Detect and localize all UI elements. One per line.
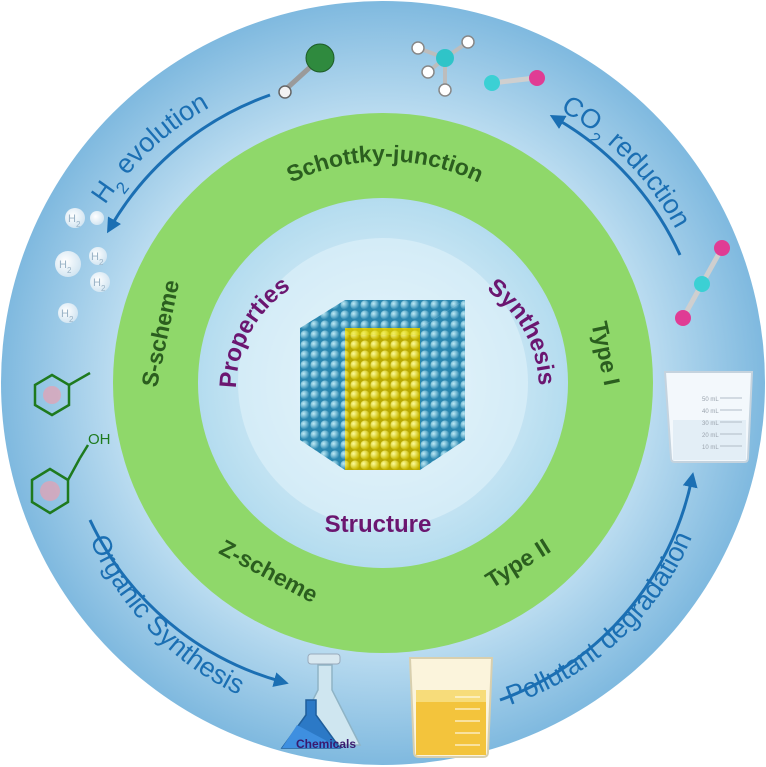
oh-label: OH bbox=[88, 431, 111, 448]
nanocube bbox=[300, 300, 465, 470]
h2-bubble-label: H2 bbox=[61, 308, 74, 324]
beaker-mark: 50 mL bbox=[702, 397, 719, 403]
beaker-mark: 10 mL bbox=[702, 445, 719, 451]
beaker-mark: 20 mL bbox=[702, 433, 719, 439]
benzyl-alcohol-structure-icon bbox=[30, 444, 90, 515]
co-molecule-icon bbox=[484, 70, 545, 91]
h2-bubble-label: H2 bbox=[93, 277, 106, 293]
methane-molecule-icon bbox=[411, 35, 475, 97]
cube-left-face bbox=[300, 328, 345, 470]
h2-bubble-label: H2 bbox=[68, 213, 81, 229]
h2-bubble-label: H2 bbox=[59, 259, 72, 275]
toluene-structure-icon bbox=[33, 371, 91, 417]
beaker-empty-icon: 50 mL 40 mL 30 mL 20 mL 10 mL bbox=[663, 371, 754, 463]
cube-right-face bbox=[420, 300, 465, 470]
cube-yellow-core bbox=[345, 328, 420, 470]
beaker-mark: 30 mL bbox=[702, 421, 719, 427]
beaker-mark: 40 mL bbox=[702, 409, 719, 415]
co2-molecule-icon bbox=[675, 240, 730, 326]
h2-molecule-icon bbox=[278, 43, 335, 99]
flask-chemicals-icon bbox=[280, 653, 362, 749]
arrow-pollutant-degradation bbox=[499, 472, 698, 702]
chemicals-label: Chemicals bbox=[296, 737, 356, 751]
arrow-organic-synthesis bbox=[88, 519, 289, 687]
h2-bubbles: H2 H2 H2 H2 H2 bbox=[55, 208, 110, 324]
beaker-yellow-icon bbox=[408, 657, 494, 758]
cube-top-face bbox=[300, 300, 465, 328]
structure-label: Structure bbox=[325, 511, 432, 538]
arrow-h2-evolution bbox=[107, 93, 271, 234]
h2-bubble-label: H2 bbox=[91, 251, 104, 267]
arrow-co2-reduction bbox=[549, 115, 682, 256]
